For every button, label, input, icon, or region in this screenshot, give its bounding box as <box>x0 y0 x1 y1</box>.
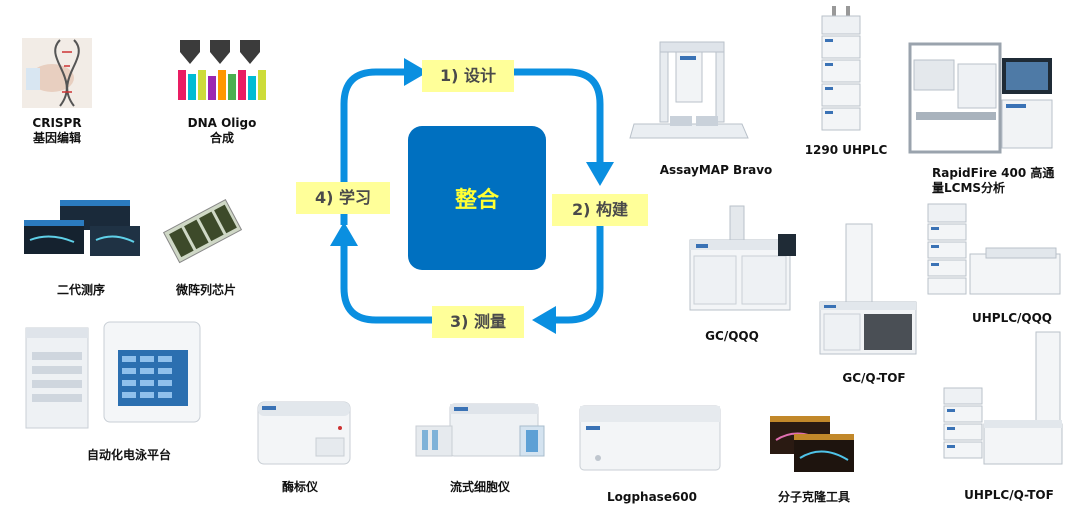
logphase-label: Logphase600 <box>606 490 698 504</box>
step-design: 1) 设计 <box>422 60 514 92</box>
gc-qtof-label: GC/Q-TOF <box>842 371 906 385</box>
gc-qtof-image <box>819 223 917 355</box>
flow-cytometer-label: 流式细胞仪 <box>449 480 510 494</box>
bravo-label: AssayMAP Bravo <box>659 163 773 177</box>
uhplc-image <box>821 6 861 131</box>
step-learn: 4) 学习 <box>296 182 390 214</box>
microarray-label: 微阵列芯片 <box>175 283 236 297</box>
logphase-image <box>579 405 721 471</box>
gc-qqq-label: GC/QQQ <box>705 329 759 343</box>
electrophoresis-label: 自动化电泳平台 <box>86 448 171 462</box>
cloning-kit-label: 分子克隆工具 <box>777 490 850 504</box>
plate-reader-image <box>257 401 351 465</box>
uhplc-qqq-label: UHPLC/QQQ <box>971 311 1053 325</box>
sequencing-image <box>24 200 140 256</box>
gc-qqq-image <box>689 205 796 311</box>
uhplc-qtof-label: UHPLC/Q-TOF <box>964 488 1054 502</box>
uhplc-label: 1290 UHPLC <box>804 143 888 157</box>
step-measure: 3) 测量 <box>432 306 524 338</box>
plate-reader-label: 酶标仪 <box>281 480 318 494</box>
uhplc-qtof-image <box>943 331 1063 465</box>
rapidfire-image <box>908 42 1053 154</box>
step-build: 2) 构建 <box>552 194 648 226</box>
sequencing-label: 二代测序 <box>56 283 105 297</box>
microarray-image <box>162 198 243 264</box>
crispr-image <box>22 38 92 108</box>
center-integration: 整合 <box>408 126 546 270</box>
flow-cytometer-image <box>415 403 545 457</box>
uhplc-qqq-image <box>927 203 1061 295</box>
electrophoresis-image <box>25 321 201 429</box>
bravo-image <box>629 41 749 139</box>
oligo-image <box>178 40 266 100</box>
rapidfire-label: RapidFire 400 高通量LCMS分析 <box>932 166 1055 195</box>
cloning-kit-image <box>770 416 854 472</box>
